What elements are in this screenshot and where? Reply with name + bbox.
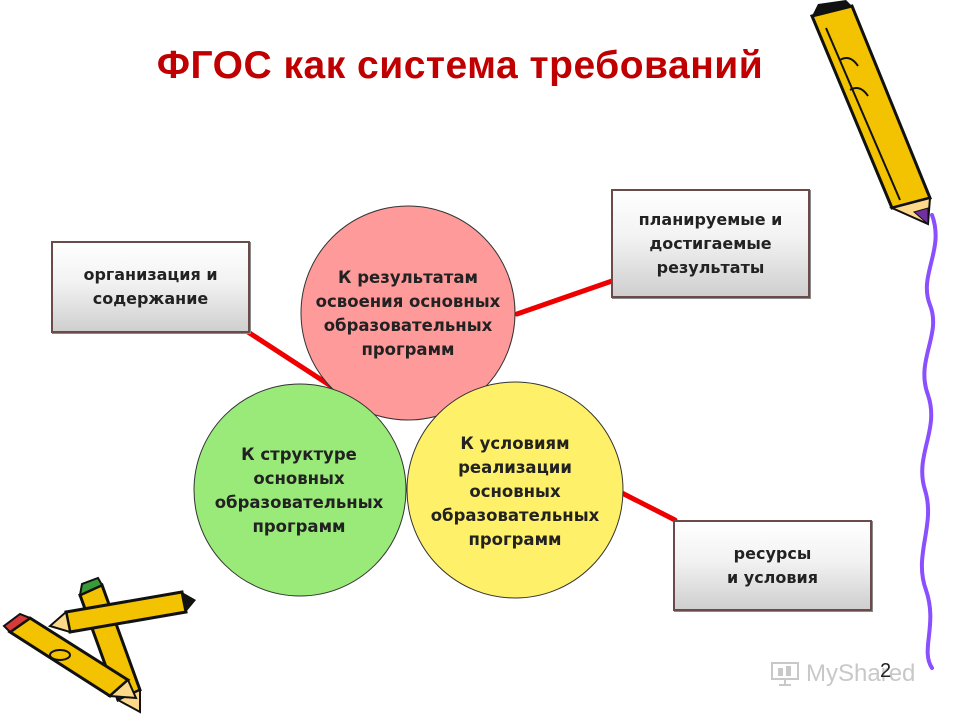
circle-conditions-text: К условиям реализации основных образоват…: [404, 432, 626, 552]
circle-conditions-line: программ: [468, 530, 562, 549]
circle-structure-line: образовательных: [214, 493, 384, 512]
circle-conditions: [406, 381, 624, 599]
circle-structure: [193, 383, 407, 597]
pencil-large-icon: [809, 0, 933, 226]
circle-structure-line: программ: [252, 517, 346, 536]
circle-results-line: образовательных: [323, 316, 493, 335]
box-results-line: планируемые и: [638, 209, 783, 229]
circle-conditions-line: образовательных: [430, 506, 600, 525]
circle-structure-text: К структуре основных образовательных про…: [192, 443, 406, 539]
circle-conditions-line: реализации: [458, 458, 572, 477]
connector-resources: [619, 490, 678, 523]
circle-conditions-line: К условиям: [460, 434, 570, 453]
page-number: 2: [880, 660, 892, 682]
box-organization: организация и содержание: [51, 241, 250, 333]
pencils-small-icon: [2, 576, 196, 714]
circle-results: [300, 205, 516, 421]
presentation-icon: [771, 662, 799, 686]
box-results-line: результаты: [656, 257, 765, 277]
circle-results-text: К результатам освоения основных образова…: [290, 266, 526, 362]
connectors: [245, 278, 678, 523]
circle-structure-line: К структуре: [241, 445, 357, 464]
watermark-text: MyShared: [806, 660, 916, 687]
circle-structure-line: основных: [253, 469, 345, 488]
circle-results-line: К результатам: [338, 268, 478, 287]
box-resources-line: ресурсы: [733, 543, 812, 563]
slide-title: ФГОС как система требований: [156, 44, 764, 87]
circle-conditions-line: основных: [469, 482, 561, 501]
box-organization-line: содержание: [92, 289, 209, 308]
connector-results: [514, 278, 615, 317]
squiggle-line: [919, 213, 938, 670]
circle-results-line: программ: [361, 340, 455, 359]
box-organization-line: организация и: [83, 265, 218, 284]
box-results: планируемые и достигаемые результаты: [611, 189, 810, 298]
box-resources: ресурсы и условия: [673, 520, 872, 611]
box-results-line: достигаемые: [649, 233, 772, 253]
connector-org: [245, 329, 337, 391]
box-resources-line: и условия: [726, 567, 818, 587]
circle-results-line: освоения основных: [315, 292, 501, 311]
watermark: MyShared: [770, 660, 915, 688]
